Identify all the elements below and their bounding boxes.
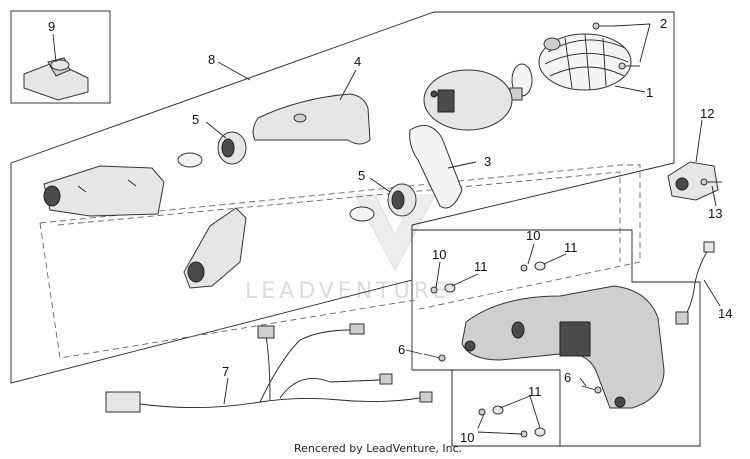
callout-11a: 11 — [474, 259, 488, 274]
rear-fender — [461, 285, 665, 409]
socket-5b — [387, 183, 417, 217]
callout-9: 9 — [48, 19, 55, 34]
callout-2: 2 — [660, 16, 667, 31]
group-frame-8 — [10, 11, 675, 384]
wire-lead-14 — [675, 241, 715, 325]
callout-7: 7 — [222, 364, 229, 379]
callout-11c: 11 — [528, 384, 542, 399]
callout-4: 4 — [354, 54, 361, 69]
bolt-frame — [451, 369, 561, 447]
leader-lines — [52, 23, 721, 435]
clip-nut-9 — [23, 57, 89, 101]
callout-6b: 6 — [564, 370, 571, 385]
callout-10b: 10 — [526, 228, 540, 243]
tail-lens-1 — [538, 33, 632, 91]
callout-14: 14 — [718, 306, 732, 321]
callout-3: 3 — [484, 154, 491, 169]
license-light-12 — [667, 161, 719, 201]
bulb-1 — [509, 63, 533, 101]
guide-dashed-3 — [57, 171, 621, 262]
screws-6 — [423, 353, 602, 394]
screw-13 — [700, 178, 722, 186]
callout-1: 1 — [646, 85, 653, 100]
turn-lens-3 — [409, 125, 463, 209]
callout-10c: 10 — [460, 430, 474, 445]
screws-2 — [592, 22, 640, 70]
callout-12: 12 — [700, 106, 714, 121]
watermark: LEADVENTURE — [245, 194, 451, 304]
callout-5a: 5 — [192, 112, 199, 127]
bulb-5b — [349, 206, 375, 222]
inset-frame-9 — [10, 10, 111, 104]
turn-housing-4 — [252, 93, 371, 145]
watermark-text: LEADVENTURE — [245, 279, 451, 304]
bolts-10-11-upper — [430, 261, 546, 294]
bulb-5a — [177, 152, 203, 168]
guide-dashed-2 — [39, 222, 416, 359]
callout-13: 13 — [708, 206, 722, 221]
wiring-harness-7 — [105, 323, 433, 413]
callout-6a: 6 — [398, 342, 405, 357]
callout-11b: 11 — [564, 240, 578, 255]
fender-frame — [411, 229, 701, 447]
callout-5b: 5 — [358, 168, 365, 183]
left-signal-bracket — [183, 207, 247, 289]
socket-5a — [217, 131, 247, 165]
callout-10a: 10 — [432, 247, 446, 262]
left-signal-housing — [43, 165, 165, 217]
guide-dashed-1 — [39, 164, 641, 311]
tail-base — [423, 69, 513, 131]
callout-8: 8 — [208, 52, 215, 67]
footer-credit: Rencered by LeadVenture, Inc. — [294, 442, 462, 455]
